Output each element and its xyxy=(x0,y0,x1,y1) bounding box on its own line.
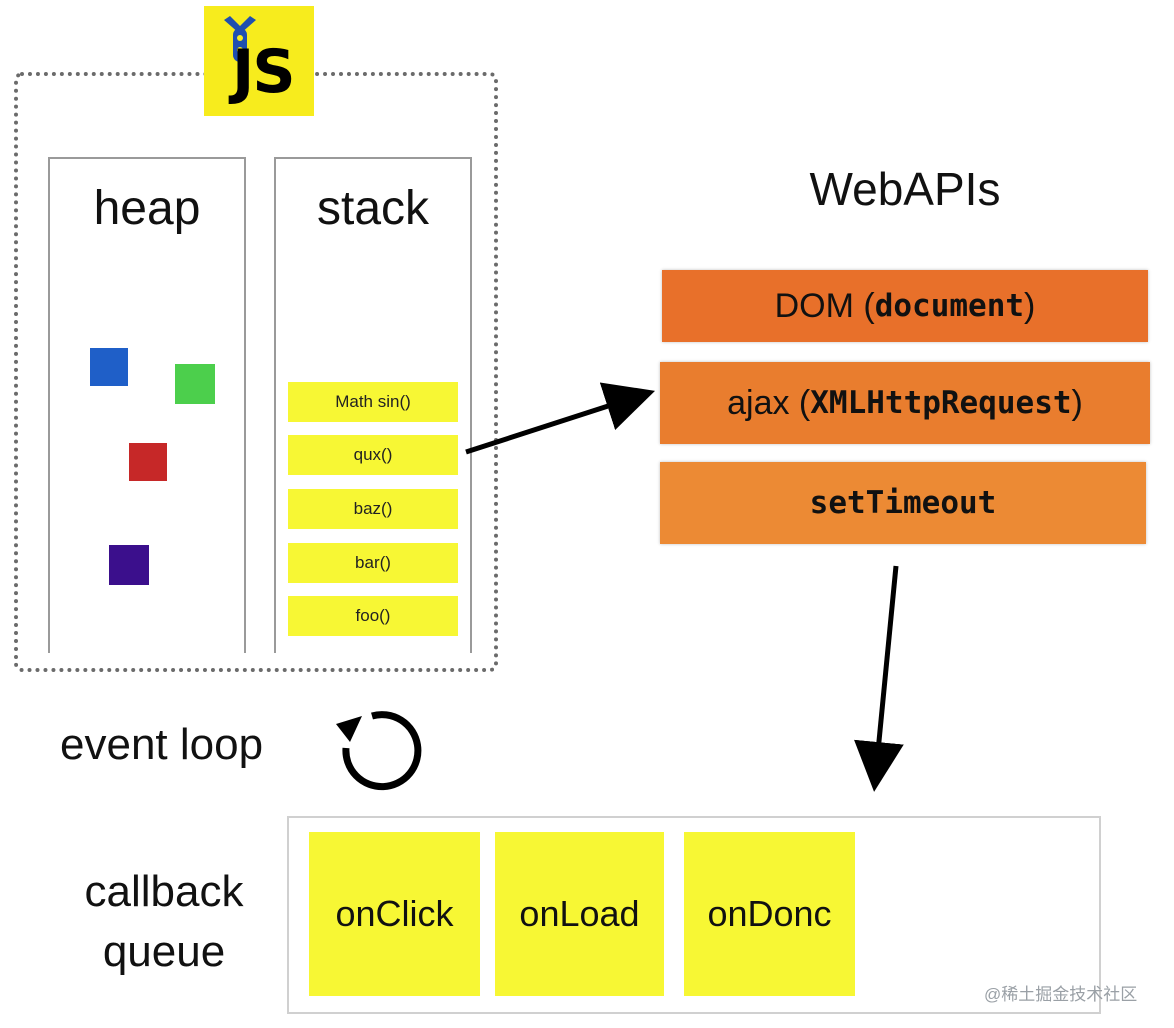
webapi-settimeout-code: setTimeout xyxy=(809,485,997,521)
event-loop-label: event loop xyxy=(60,720,264,769)
callback-queue-label-line1: callback xyxy=(84,867,244,916)
callback-queue-label: callback queue xyxy=(58,862,270,982)
heap-object-green xyxy=(175,364,215,404)
heap-object-red xyxy=(129,443,167,481)
stack-frame: qux() xyxy=(288,435,458,475)
webapi-to-queue-arrow xyxy=(854,565,904,792)
callback-item: onClick xyxy=(309,832,480,996)
js-logo-text: JS xyxy=(232,37,296,107)
heap-object-purple xyxy=(109,545,149,585)
webapi-ajax-code: XMLHttpRequest xyxy=(810,385,1072,421)
stack-frame: foo() xyxy=(288,596,458,636)
stack-to-webapi-arrow xyxy=(465,382,656,455)
callback-queue-label-line2: queue xyxy=(102,927,226,976)
webapi-ajax: ajax (XMLHttpRequest) xyxy=(660,362,1150,444)
watermark: @稀土掘金技术社区 xyxy=(984,985,1138,1004)
webapi-dom-close: ) xyxy=(1024,286,1036,325)
stack-title: stack xyxy=(316,182,430,235)
webapi-ajax-label: ajax ( xyxy=(727,383,811,422)
webapi-ajax-close: ) xyxy=(1071,383,1083,422)
stack-frame: baz() xyxy=(288,489,458,529)
js-logo: JS xyxy=(204,6,314,116)
bee-icon xyxy=(224,16,256,62)
stack-frame: Math sin() xyxy=(288,382,458,422)
webapi-dom-code: document xyxy=(874,288,1025,324)
webapi-dom: DOM (document) xyxy=(662,270,1148,342)
callback-item: onLoad xyxy=(495,832,664,996)
heap-object-blue xyxy=(90,348,128,386)
callback-item: onDonc xyxy=(684,832,855,996)
heap-title: heap xyxy=(93,182,201,235)
webapis-title: WebAPIs xyxy=(809,163,1001,215)
stack-frame: bar() xyxy=(288,543,458,583)
webapi-dom-label: DOM ( xyxy=(774,286,875,325)
event-loop-icon xyxy=(336,711,422,791)
webapi-settimeout: setTimeout xyxy=(660,462,1146,544)
